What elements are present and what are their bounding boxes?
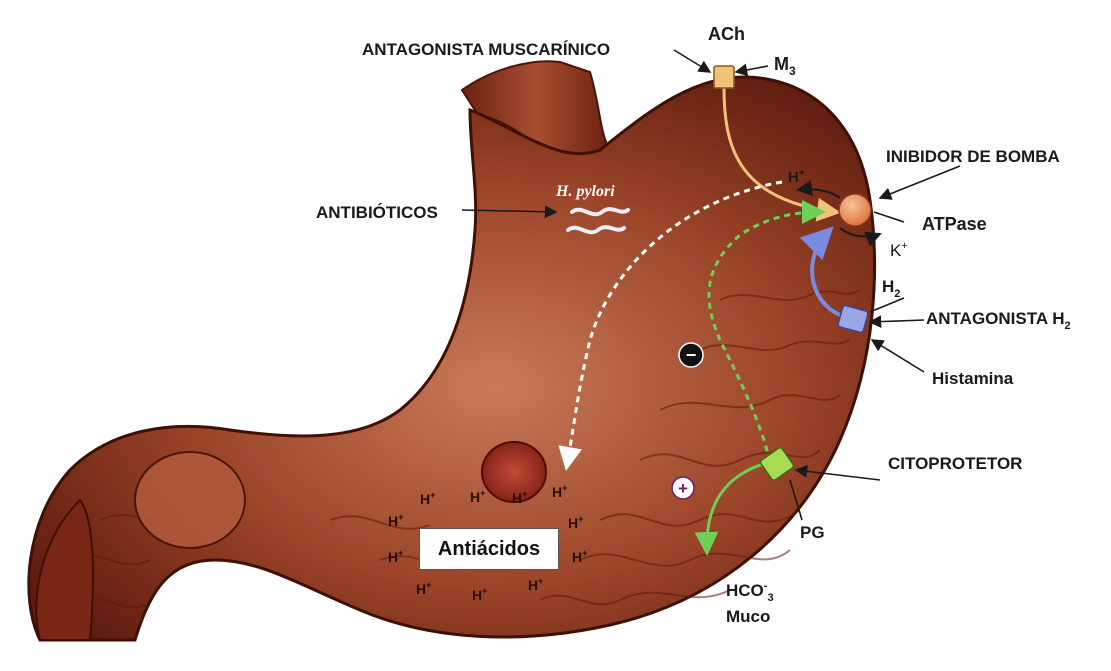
h-pylori-label: H. pylori bbox=[555, 183, 615, 200]
histamina-label: Histamina bbox=[932, 369, 1014, 388]
antagonista-h2-label: ANTAGONISTA H2 bbox=[926, 309, 1071, 332]
citoprotetor-label: CITOPROTETOR bbox=[888, 454, 1022, 473]
inhibition-sign: − bbox=[679, 343, 703, 367]
antiacidos-box: Antiácidos bbox=[419, 528, 559, 570]
minus-sign: − bbox=[686, 345, 697, 365]
hco3-label: HCO-3 bbox=[726, 580, 774, 604]
antibioticos-label: ANTIBIÓTICOS bbox=[316, 203, 438, 222]
proton-pump-atpase bbox=[839, 194, 871, 226]
m3-receptor bbox=[714, 66, 734, 88]
pylorus bbox=[135, 452, 245, 548]
muco-label: Muco bbox=[726, 607, 770, 626]
k-plus-label: K+ bbox=[890, 240, 908, 260]
plus-sign: + bbox=[678, 479, 688, 498]
stimulation-sign: + bbox=[672, 477, 694, 499]
ach-label: ACh bbox=[708, 24, 745, 44]
atpase-label: ATPase bbox=[922, 214, 987, 234]
inibidor-bomba-label: INIBIDOR DE BOMBA bbox=[886, 147, 1060, 166]
antagonista-muscarinico-label: ANTAGONISTA MUSCARÍNICO bbox=[362, 40, 610, 59]
pg-label: PG bbox=[800, 523, 825, 542]
m3-label: M3 bbox=[774, 54, 796, 78]
h2-receptor-label: H2 bbox=[882, 277, 900, 300]
